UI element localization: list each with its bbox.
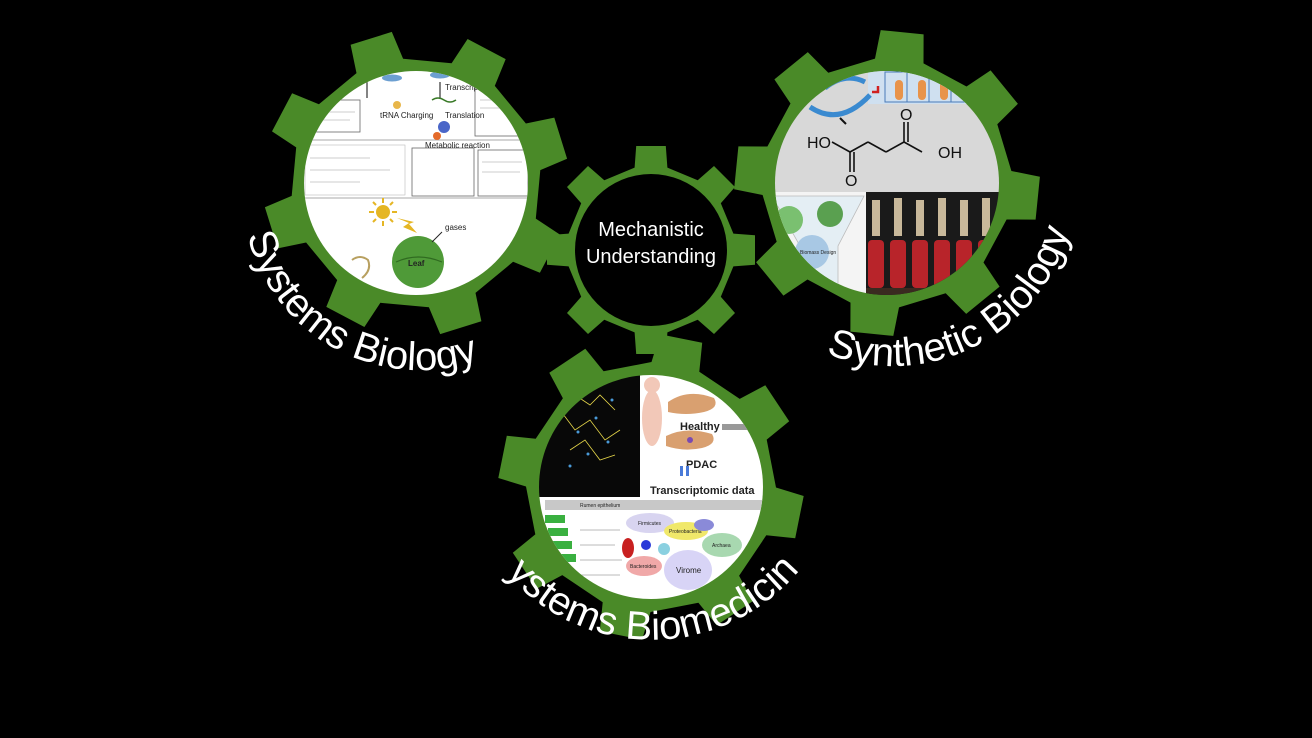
mechanistic-label: Mechanistic <box>598 219 704 241</box>
biomass-design-label: Biomass Design <box>800 250 836 256</box>
sun-icon <box>369 198 397 226</box>
center-gear-hub <box>575 174 727 326</box>
virome-label: Virome <box>676 566 702 575</box>
transcription-label: Transcription <box>445 83 491 92</box>
metabolic-reaction-label: Metabolic reaction <box>425 141 490 150</box>
healthy-label: Healthy <box>680 421 721 433</box>
systems-biology-collage: tRNA Charging Transcription Translation … <box>304 71 528 295</box>
trna-charging-label: tRNA Charging <box>380 111 433 120</box>
transcriptomic-data-label: Transcriptomic data <box>650 485 755 497</box>
systems-biomedicine-collage: Healthy PDAC Transcriptomic data Rumen e… <box>539 375 763 599</box>
pdac-label: PDAC <box>686 459 717 471</box>
lightning-icon <box>397 218 417 233</box>
archaea-label: Archaea <box>712 543 731 549</box>
svg-text:O: O <box>845 173 857 190</box>
proteobacteria-label: Proteobacteria <box>669 529 702 535</box>
gases-label: gases <box>445 223 466 232</box>
leaf-icon <box>392 236 444 288</box>
translation-label: Translation <box>445 111 484 120</box>
rumen-epithelium-label: Rumen epithelium <box>580 503 620 509</box>
svg-text:O: O <box>900 107 912 124</box>
oh-label: OH <box>938 145 962 162</box>
firmicutes-label: Firmicutes <box>638 521 662 527</box>
bacteroides-label: Bacteroides <box>630 564 657 570</box>
leaf-label: Leaf <box>408 259 425 268</box>
succinic-acid-structure <box>831 122 923 172</box>
understanding-label: Understanding <box>586 246 716 268</box>
ho-label: HO <box>807 135 831 152</box>
